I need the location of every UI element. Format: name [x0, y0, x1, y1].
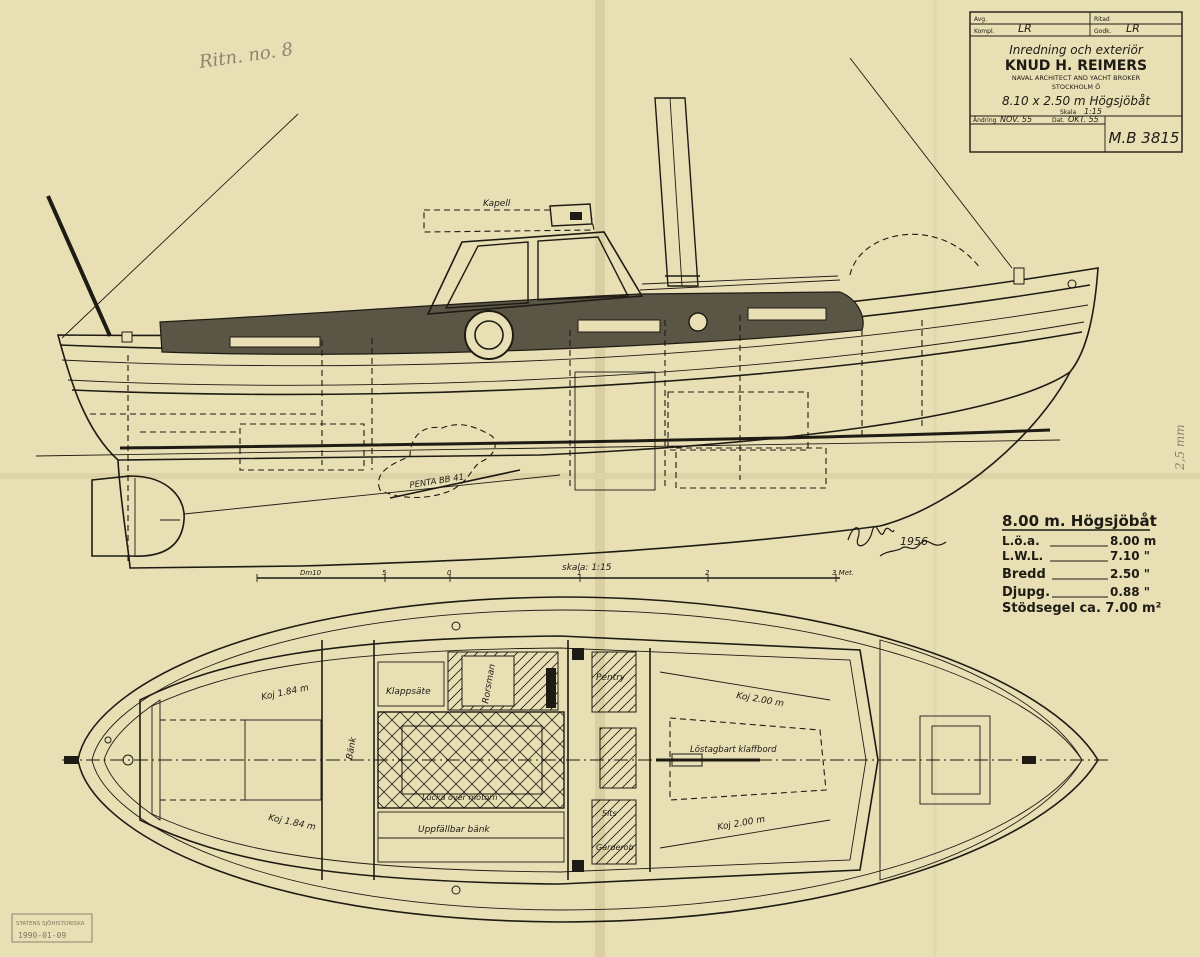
tb-drawing-no: M.B 3815 [1109, 129, 1180, 147]
label-klaffbord: Löstagbart klaffbord [690, 745, 777, 755]
lifebuoy [464, 310, 514, 360]
rudder [91, 475, 185, 557]
label-garderob: Garderob [596, 843, 634, 852]
keel-and-underbody [117, 371, 1071, 569]
signature: 1956 [847, 526, 947, 557]
scale-tick-1: 1 [577, 569, 581, 577]
spec-label-djupg: Djupg. [1002, 585, 1050, 600]
spec-value-djupg: 0.88 " [1110, 585, 1150, 599]
mast [654, 97, 700, 287]
tb-firm: KNUD H. REIMERS [1005, 58, 1147, 74]
cabin-window-3 [747, 307, 827, 321]
fold-up-bench[interactable] [377, 811, 565, 863]
aft-bench [244, 719, 322, 801]
tb-initials-2: LR [1126, 22, 1140, 35]
margin-note: 2,5 mm [1173, 424, 1187, 471]
engine-hatch[interactable] [377, 711, 565, 809]
tb-label-ritad: Ritad [1094, 16, 1110, 23]
spec-value-bredd: 2.50 " [1110, 567, 1150, 581]
spec-label-loa: L.ö.a. [1002, 534, 1040, 548]
tb-label-godk: Godk. [1094, 28, 1112, 35]
profile-view: Kapell PENTA BB 4 [35, 57, 1099, 569]
stamp-line-1: STATENS SJÖHISTORISKA [16, 920, 85, 927]
scale-tick-dm10: Dm10 [300, 569, 322, 577]
spec-label-bredd: Bredd [1002, 567, 1046, 582]
scale-tick-3: 3 Met. [832, 569, 854, 577]
label-sits: Sits [602, 809, 617, 818]
cabin-window-2 [577, 319, 661, 333]
tb-boat: 8.10 x 2.50 m Högsjöbåt [1002, 94, 1151, 108]
label-bank: Bänk [345, 736, 359, 761]
tb-scale: 1:15 [1084, 107, 1102, 116]
label-bank-2: Uppfällbar bänk [418, 825, 490, 835]
scale-tick-0: 0 [447, 569, 452, 577]
scale-tick-5: 5 [382, 569, 387, 577]
flagpole [46, 195, 112, 337]
waterline [35, 439, 1061, 457]
backstay [61, 113, 299, 339]
tb-label-dat: Dat. [1052, 117, 1065, 124]
forestay [849, 57, 1013, 269]
tb-label-kompl: Kompl. [974, 28, 995, 35]
removable-table [669, 717, 827, 801]
tb-label-avg: Avg. [974, 16, 987, 23]
pencil-note: Ritn. no. 8 [197, 39, 295, 73]
spec-heading: 8.00 m. Högsjöbåt [1002, 512, 1157, 530]
pentry [591, 651, 637, 713]
spec-table: 8.00 m. Högsjöbåt L.ö.a. 8.00 m L.W.L. 7… [1002, 512, 1161, 616]
spec-value-loa: 8.00 m [1110, 534, 1156, 548]
interior-sections [90, 315, 923, 565]
archive-stamp: STATENS SJÖHISTORISKA 1990-01-09 [11, 913, 93, 943]
hatch-swing [849, 233, 981, 276]
scale-bar: skala: 1:15 Dm10 5 0 1 2 3 Met. [256, 563, 854, 582]
cabin-trunk [159, 291, 864, 355]
stamp-line-2: 1990-01-09 [18, 931, 66, 940]
label-pentry: Pentry [596, 673, 626, 683]
tb-city: STOCKHOLM Ö [1052, 82, 1100, 91]
label-lucka: Lucka över motorn [422, 793, 497, 802]
wheelhouse [426, 231, 644, 315]
hull-outline [77, 596, 1099, 923]
porthole [688, 312, 708, 332]
tb-revised: NOV. 55 [1000, 115, 1032, 124]
spec-sail: Stödsegel ca. 7.00 m² [1002, 601, 1161, 616]
prop-shaft [183, 474, 561, 515]
spec-value-lwl: 7.10 " [1110, 549, 1150, 563]
wheelhouse-window-fwd [444, 241, 529, 309]
label-kapell: Kapell [483, 199, 511, 209]
spec-label-lwl: L.W.L. [1002, 549, 1043, 563]
tb-initials-1: LR [1018, 22, 1032, 35]
signature-year: 1956 [900, 535, 928, 548]
canopy [423, 203, 595, 233]
label-klappsate: Klappsäte [386, 687, 431, 697]
cabin-window-1 [229, 336, 321, 348]
tb-label-skala: Skala [1060, 109, 1077, 116]
title-block: Avg. Kompl. Ritad Godk. LR LR Inredning … [969, 11, 1183, 153]
label-koj-fwd-upper: Koj 2.00 m [735, 691, 784, 709]
boot-top [119, 428, 1051, 450]
tb-subject: Inredning och exteriör [1009, 43, 1144, 57]
label-koj-aft-lower: Koj 1.84 m [267, 813, 316, 833]
scale-label: skala: 1:15 [562, 563, 612, 573]
plan-view: Koj 1.84 m Koj 1.84 m Bänk Klappsäte Ror… [62, 596, 1110, 923]
scale-tick-2: 2 [705, 569, 710, 577]
label-koj-aft-upper: Koj 1.84 m [261, 683, 310, 703]
folding-seat[interactable] [377, 661, 445, 707]
engine [377, 424, 496, 498]
tb-label-andring: Ändring [973, 117, 997, 124]
tb-firm-sub: NAVAL ARCHITECT AND YACHT BROKER [1012, 74, 1141, 82]
wardrobe [591, 799, 637, 865]
label-koj-fwd-lower: Koj 2.00 m [717, 815, 766, 833]
wheelhouse-window-aft [537, 236, 630, 301]
tb-date: OKT. 55 [1068, 115, 1099, 124]
